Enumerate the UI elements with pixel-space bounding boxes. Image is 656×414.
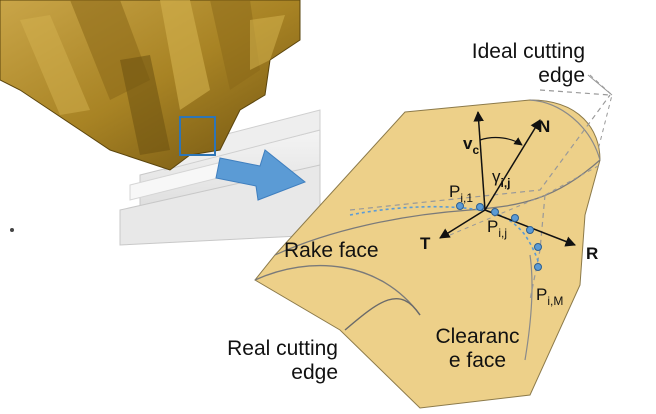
gamma-angle-arc xyxy=(479,136,523,146)
vector-vc-label: vc xyxy=(463,132,479,157)
rake-face-label: Rake face xyxy=(284,239,379,262)
gamma-main: γ xyxy=(492,167,501,186)
small-mark xyxy=(10,228,14,232)
motion-arrow xyxy=(215,149,306,201)
vector-vc-main: v xyxy=(463,134,473,153)
ideal-cutting-edge-label-line1: Ideal cutting xyxy=(471,40,585,63)
clearance-face-label-line2: e face xyxy=(448,349,507,372)
point-p-i1-sub: i,1 xyxy=(460,191,474,205)
vector-vc-arrow xyxy=(473,110,486,211)
ideal-cutting-edge-label-line2: edge xyxy=(538,64,585,87)
point-p-iM-main: P xyxy=(536,285,548,304)
gear-hob xyxy=(0,0,301,171)
point-p-ij-main: P xyxy=(487,217,499,236)
real-cutting-edge-label: Real cutting edge xyxy=(190,337,338,385)
vector-vc-sub: c xyxy=(472,143,480,157)
clearance-face-label-line1: Clearanc xyxy=(435,325,520,348)
edge-points xyxy=(456,202,542,271)
ideal-cutting-edge-label: Ideal cutting edge xyxy=(400,40,585,88)
point-p-iM-label: Pi,M xyxy=(536,283,563,308)
gamma-sub: i,j xyxy=(500,176,511,190)
real-cutting-edge-label-line1: Real cutting xyxy=(227,337,338,360)
highlight-box xyxy=(179,116,216,156)
vector-n-label: N xyxy=(538,117,551,136)
point-p-iM-sub: i,M xyxy=(547,294,564,308)
clearance-face-label: Clearanc e face xyxy=(425,325,530,373)
real-cutting-edge-label-line2: edge xyxy=(291,361,338,384)
gamma-angle-label: γi,j xyxy=(492,165,511,190)
cutting-tool xyxy=(254,74,613,409)
vector-n-arrow xyxy=(484,119,541,211)
ideal-cutting-edge-line xyxy=(349,94,611,211)
point-p-ij-sub: i,j xyxy=(498,226,508,240)
vector-t-arrow xyxy=(439,209,486,239)
real-cutting-edge-line xyxy=(254,264,421,316)
vector-t-label: T xyxy=(420,234,431,253)
point-p-ij-label: Pi,j xyxy=(487,215,507,240)
point-p-i1-label: Pi,1 xyxy=(449,180,473,205)
vector-r-label: R xyxy=(586,244,599,263)
point-p-i1-main: P xyxy=(449,182,461,201)
